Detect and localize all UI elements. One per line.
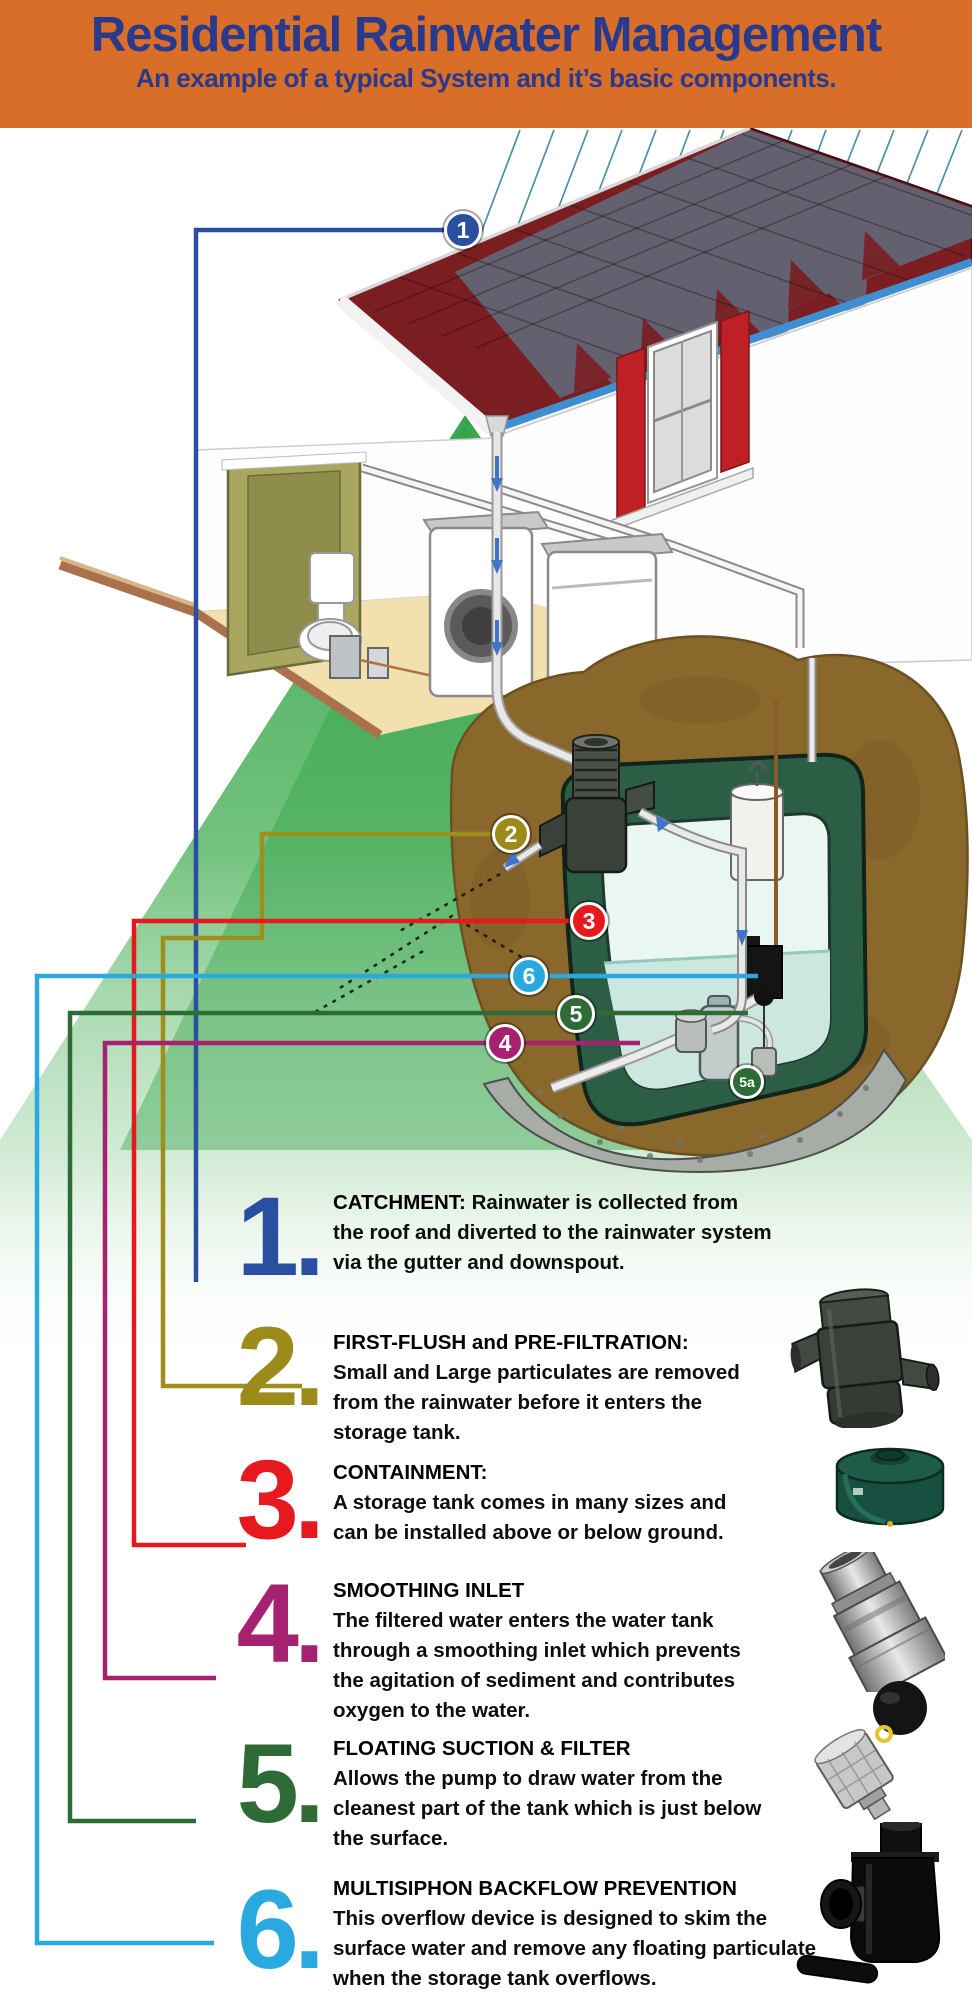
first-flush-filter-photo xyxy=(790,1288,940,1428)
item-4-heading: SMOOTHING INLET xyxy=(333,1579,525,1602)
item-3-heading: CONTAINMENT: xyxy=(333,1461,488,1484)
water-surface xyxy=(603,949,831,965)
smoothing-inlet-in-tank xyxy=(675,1009,707,1053)
page-title: Residential Rainwater Management xyxy=(90,8,882,62)
item-4-number: 4. xyxy=(236,1561,325,1686)
item-3-text: CONTAINMENT: A storage tank comes in many… xyxy=(333,1458,873,1548)
item-3-body: A storage tank comes in many sizes and c… xyxy=(333,1491,727,1544)
line-5 xyxy=(67,1010,748,1824)
marker-1: 1 xyxy=(444,211,482,249)
green-storage-tank-photo xyxy=(835,1447,945,1527)
item-1-text: CATCHMENT: Rainwater is collected from t… xyxy=(333,1188,873,1278)
marker-3: 3 xyxy=(570,902,608,940)
first-flush-filter xyxy=(502,734,655,874)
gable-band xyxy=(335,295,497,435)
item-1-body: Rainwater is collected from the roof and… xyxy=(333,1191,772,1274)
utility-boxes xyxy=(329,635,498,692)
item-2-text: FIRST-FLUSH and PRE-FILTRATION: Small and… xyxy=(333,1328,873,1448)
marker-5a: 5a xyxy=(730,1065,764,1099)
item-5-text: FLOATING SUCTION & FILTER Allows the pump… xyxy=(333,1734,873,1854)
flow-arrows xyxy=(491,456,503,656)
item-3-number: 3. xyxy=(236,1437,325,1562)
multisiphon-backflow-device-photo xyxy=(796,1822,941,1984)
page-subtitle: An example of a typical System and it’s … xyxy=(135,62,837,93)
item-5-body: Allows the pump to draw water from the c… xyxy=(333,1767,762,1850)
item-6-number: 6. xyxy=(236,1867,325,1992)
item-2-heading: FIRST-FLUSH and PRE-FILTRATION: xyxy=(333,1331,689,1354)
item-2-number: 2. xyxy=(236,1304,325,1429)
item-2-body: Small and Large particulates are removed… xyxy=(333,1361,740,1444)
line-3 xyxy=(131,918,589,1548)
drain-dashes xyxy=(314,872,561,1014)
item-4-body: The filtered water enters the water tank… xyxy=(333,1609,741,1722)
tank-inlet-pipe xyxy=(637,807,748,1035)
smoothing-inlet-photo xyxy=(819,1552,945,1692)
roof-ridge xyxy=(339,126,751,302)
line-2 xyxy=(160,831,511,1389)
marker-4: 4 xyxy=(486,1024,524,1062)
marker-2: 2 xyxy=(492,815,530,853)
item-6-body: This overflow device is designed to skim… xyxy=(333,1907,817,1990)
item-5-heading: FLOATING SUCTION & FILTER xyxy=(333,1737,631,1760)
gravel-bed xyxy=(482,1048,908,1174)
marker-6: 6 xyxy=(510,957,548,995)
storage-tank xyxy=(550,658,869,1127)
header: Residential Rainwater Management An exam… xyxy=(0,0,972,128)
line-1 xyxy=(193,227,463,1282)
connector-lines xyxy=(34,227,758,1946)
downspout xyxy=(485,415,578,766)
item-4-text: SMOOTHING INLET The filtered water enters… xyxy=(333,1576,873,1726)
item-6-text: MULTISIPHON BACKFLOW PREVENTION This over… xyxy=(333,1874,873,1994)
floating-suction-filter-photo xyxy=(814,1681,927,1821)
line-6 xyxy=(34,973,758,1946)
item-6-heading: MULTISIPHON BACKFLOW PREVENTION xyxy=(333,1877,737,1900)
interior-cutaway xyxy=(58,437,805,742)
item-1-heading: CATCHMENT: xyxy=(333,1191,466,1214)
line-4 xyxy=(102,1040,640,1681)
shuttered-window xyxy=(611,309,754,532)
washer xyxy=(422,510,550,698)
marker-5: 5 xyxy=(557,995,595,1033)
item-5-number: 5. xyxy=(236,1721,325,1846)
item-1-number: 1. xyxy=(236,1174,325,1299)
